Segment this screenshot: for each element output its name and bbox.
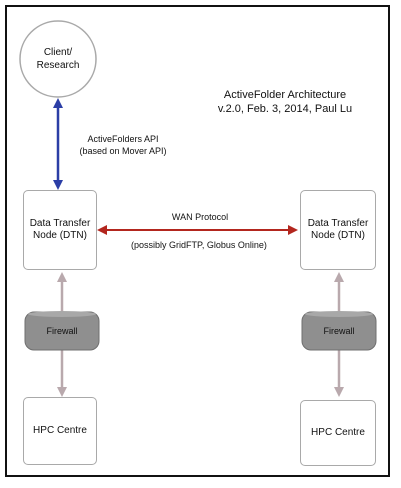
firewall-left-label: Firewall [46,326,78,336]
client-label: Client/ Research [36,47,80,71]
api-label: ActiveFolders API (based on Mover API) [79,134,167,156]
api-arrow [53,98,63,190]
client-node [19,20,97,98]
dtn-right: Data Transfer Node (DTN) [300,190,376,270]
wan-sublabel: (possibly GridFTP, Globus Online) [131,240,267,250]
wan-arrow [97,225,298,235]
firewall-left [24,311,100,351]
hpc-right: HPC Centre [300,400,376,466]
dtn-left: Data Transfer Node (DTN) [23,190,97,270]
diagram-title: ActiveFolder Architecture v.2.0, Feb. 3,… [217,89,353,115]
hpc-left: HPC Centre [23,397,97,465]
wan-label: WAN Protocol [171,212,229,222]
firewall-right-label: Firewall [323,326,355,336]
firewall-right [301,311,377,351]
